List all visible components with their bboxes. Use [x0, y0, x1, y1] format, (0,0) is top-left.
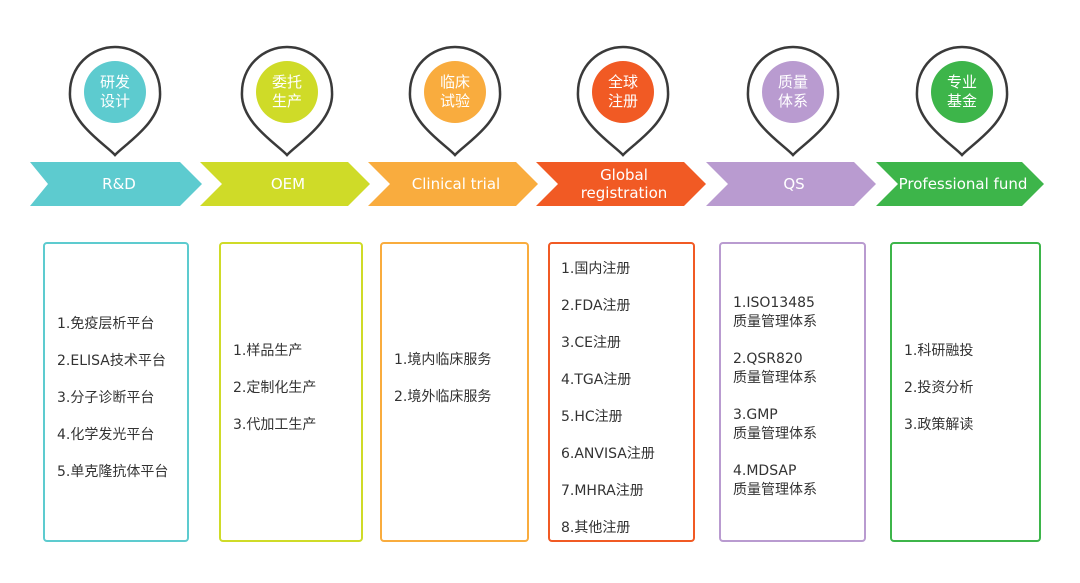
box-qs-item: 4.MDSAP 质量管理体系 [733, 463, 817, 498]
box-oem-item: 1.样品生产 [233, 343, 303, 359]
box-qs-item: 3.GMP 质量管理体系 [733, 407, 817, 442]
box-qs: 1.ISO13485 质量管理体系 2.QSR820 质量管理体系 3.GMP 质量… [719, 242, 866, 542]
arrow-clinical-label: Clinical trial [411, 175, 501, 193]
arrow-fund [876, 162, 1044, 206]
box-rd-item: 5.单克隆抗体平台 [57, 464, 169, 480]
pin-circle [592, 61, 654, 123]
pin-oem-label: 委托 生产 [271, 73, 302, 110]
pin-qs-label: 质量 体系 [777, 73, 808, 110]
box-fund: 1.科研融投 2.投资分析 3.政策解读 [890, 242, 1041, 542]
arrow-fund-label: Professional fund [898, 175, 1028, 193]
arrow-rd [30, 162, 202, 206]
pin-circle [762, 61, 824, 123]
box-global-item: 2.FDA注册 [561, 298, 631, 314]
box-clinical-item: 1.境内临床服务 [394, 352, 492, 368]
box-clinical: 1.境内临床服务 2.境外临床服务 [380, 242, 529, 542]
box-oem-item: 3.代加工生产 [233, 417, 317, 433]
pin-circle [84, 61, 146, 123]
box-qs-item: 1.ISO13485 质量管理体系 [733, 295, 817, 330]
pin-global-icon [576, 45, 670, 157]
pin-global-label: 全球 注册 [607, 73, 638, 110]
box-rd-item: 1.免疫层析平台 [57, 316, 155, 332]
arrow-oem-label: OEM [270, 175, 306, 193]
arrow-clinical [368, 162, 538, 206]
box-rd-item: 4.化学发光平台 [57, 427, 155, 443]
arrow-qs [706, 162, 876, 206]
box-qs-item: 2.QSR820 质量管理体系 [733, 351, 817, 386]
box-fund-item: 3.政策解读 [904, 417, 974, 433]
pin-fund-icon [915, 45, 1009, 157]
arrow-global [536, 162, 706, 206]
arrow-oem [200, 162, 370, 206]
box-clinical-item: 2.境外临床服务 [394, 389, 492, 405]
box-rd: 1.免疫层析平台 2.ELISA技术平台 3.分子诊断平台 4.化学发光平台 5.单克隆… [43, 242, 189, 542]
box-global-item: 8.其他注册 [561, 520, 631, 536]
arrow-rd-label: R&D [102, 175, 136, 193]
box-fund-item: 1.科研融投 [904, 343, 974, 359]
pin-clinical-icon [408, 45, 502, 157]
box-oem-item: 2.定制化生产 [233, 380, 317, 396]
pin-circle [256, 61, 318, 123]
arrow-qs-label: QS [783, 175, 805, 193]
box-global-item: 6.ANVISA注册 [561, 446, 655, 462]
box-rd-item: 3.分子诊断平台 [57, 390, 155, 406]
box-global-item: 5.HC注册 [561, 409, 623, 425]
box-fund-item: 2.投资分析 [904, 380, 974, 396]
pin-circle [424, 61, 486, 123]
box-global-item: 1.国内注册 [561, 261, 631, 277]
box-global: 1.国内注册 2.FDA注册 3.CE注册 4.TGA注册 5.HC注册 6.ANVISA… [548, 242, 695, 542]
pin-qs-icon [746, 45, 840, 157]
arrow-global-label: Global registration [580, 166, 668, 202]
pin-clinical-label: 临床 试验 [439, 73, 470, 110]
pin-rd-icon [68, 45, 162, 157]
pin-rd-label: 研发 设计 [99, 73, 130, 110]
pin-circle [931, 61, 993, 123]
box-global-item: 7.MHRA注册 [561, 483, 644, 499]
pin-fund-label: 专业 基金 [946, 73, 977, 110]
box-global-item: 3.CE注册 [561, 335, 621, 351]
box-rd-item: 2.ELISA技术平台 [57, 353, 166, 369]
box-oem: 1.样品生产 2.定制化生产 3.代加工生产 [219, 242, 363, 542]
pin-oem-icon [240, 45, 334, 157]
box-global-item: 4.TGA注册 [561, 372, 632, 388]
